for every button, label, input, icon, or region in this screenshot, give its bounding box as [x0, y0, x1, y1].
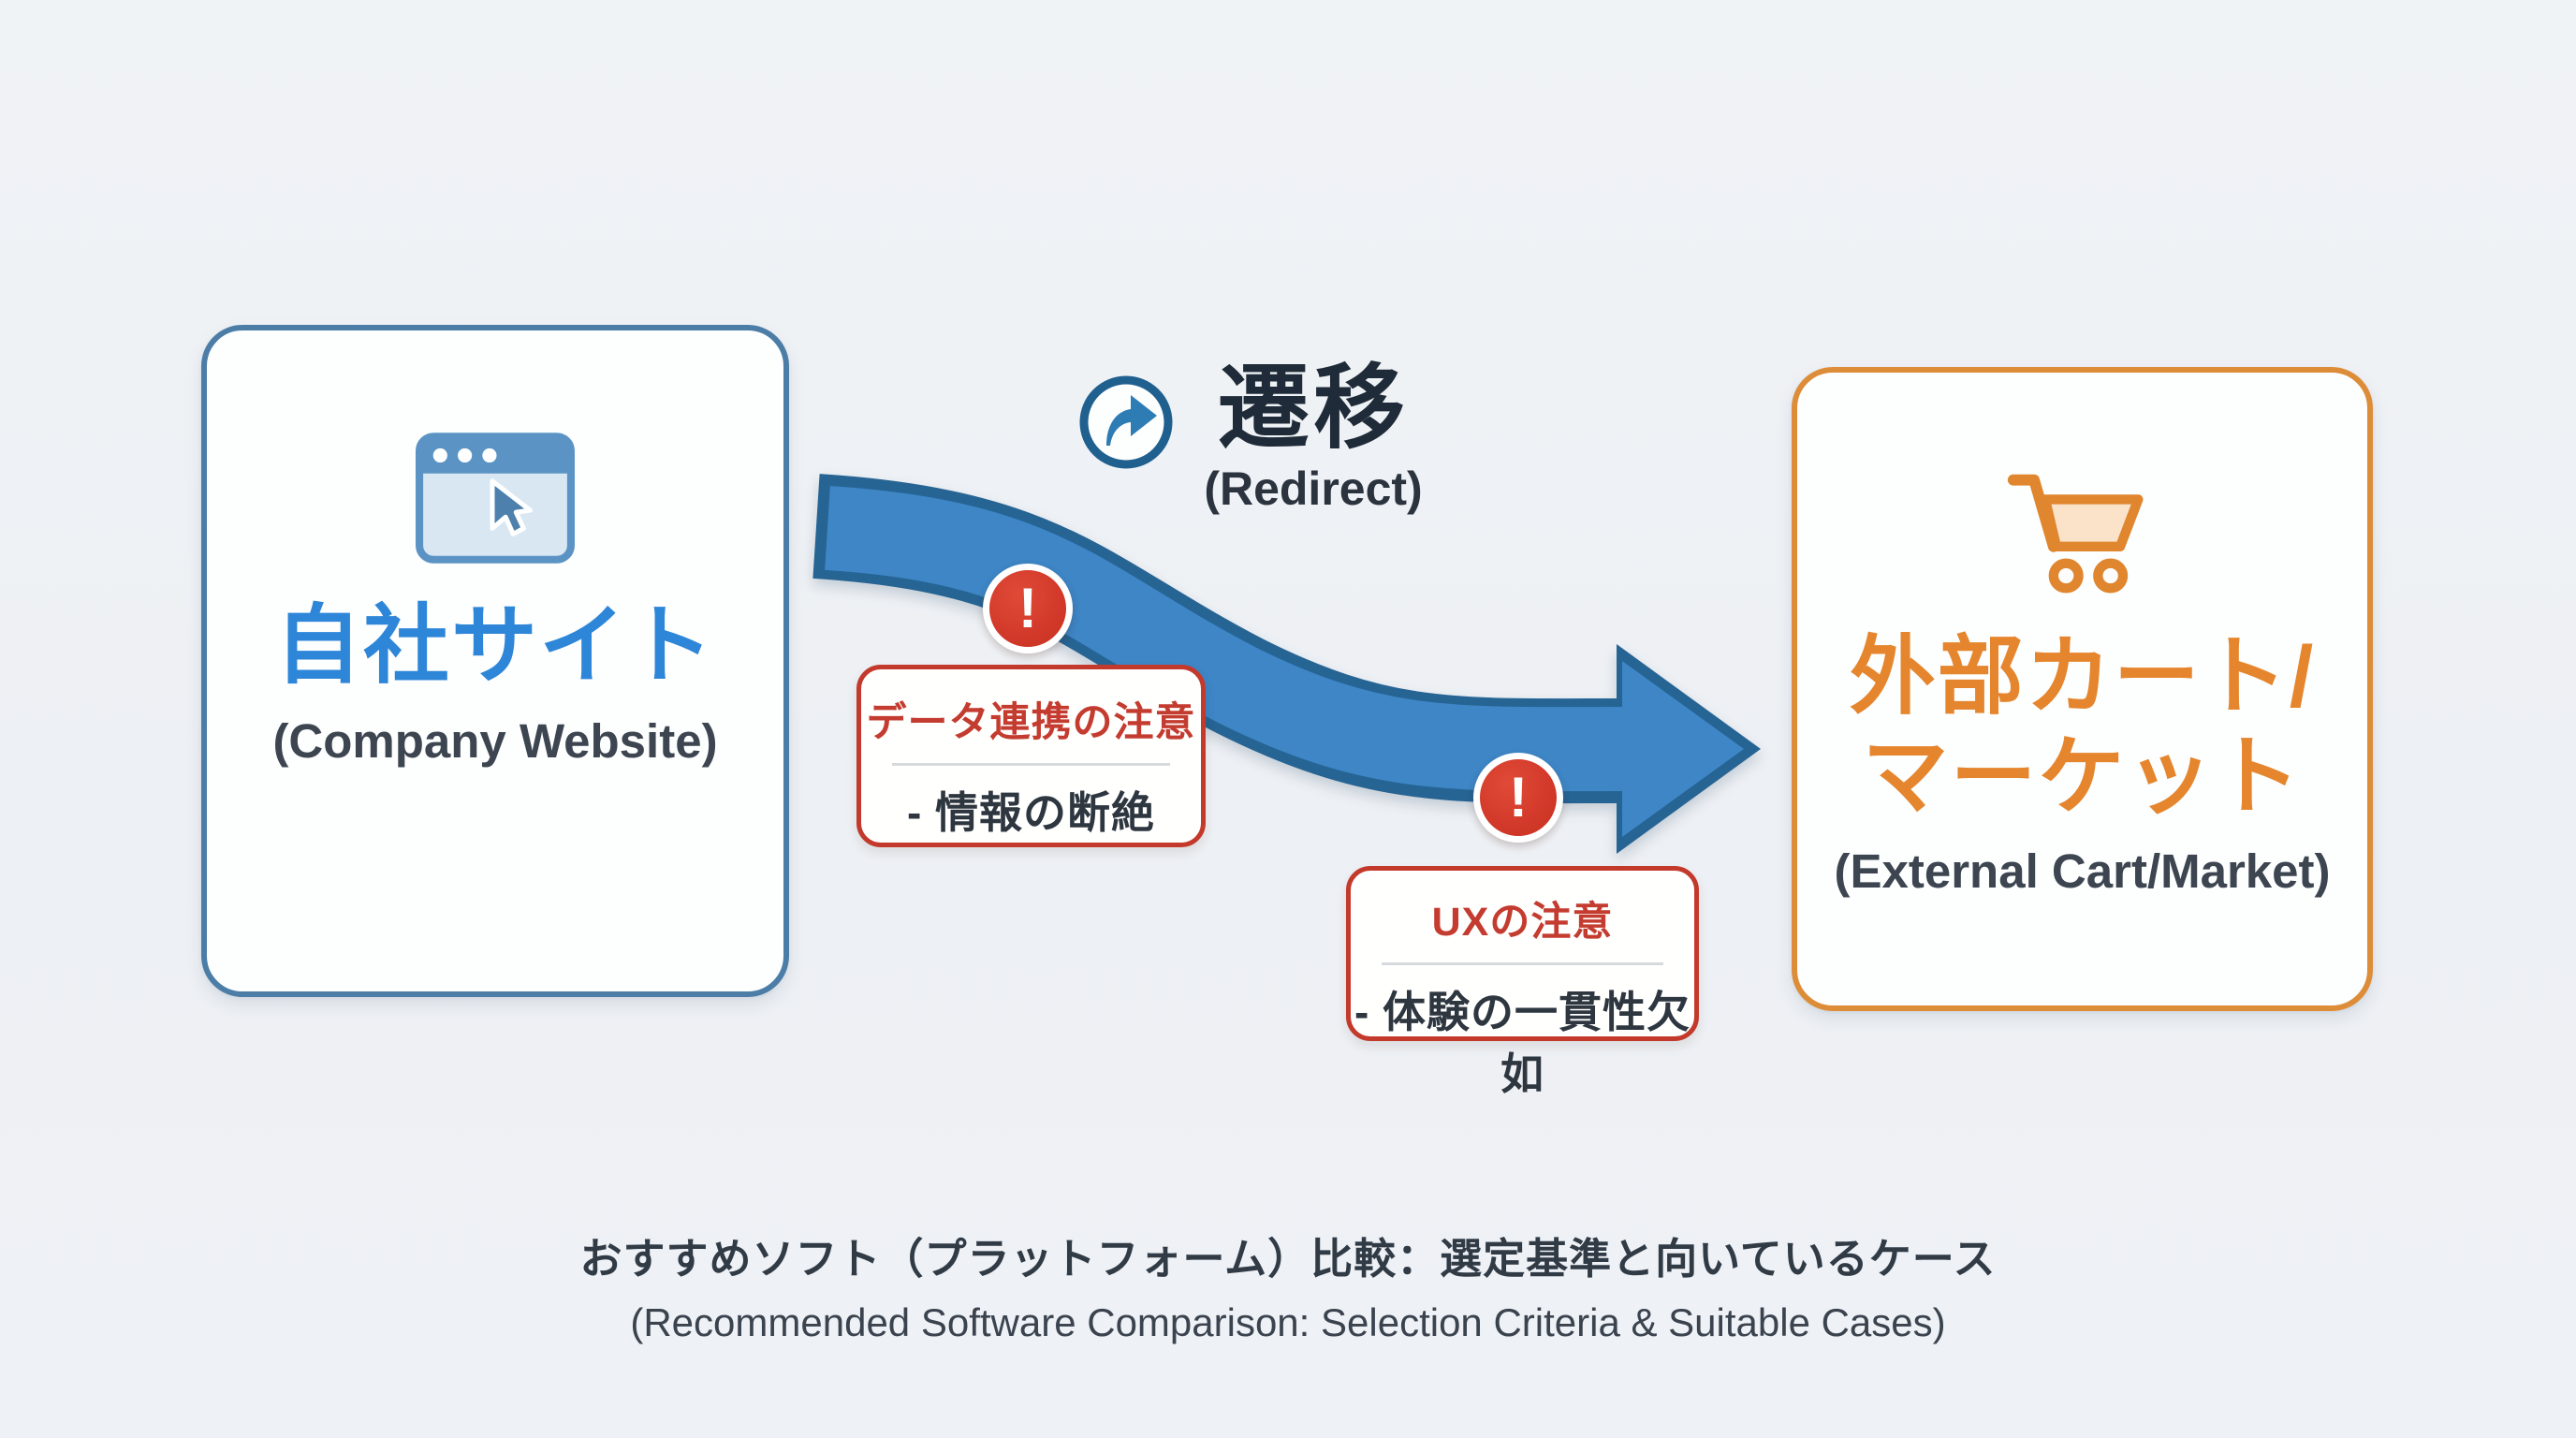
- company-website-subtitle: (Company Website): [272, 713, 718, 768]
- footer-caption-english: (Recommended Software Comparison: Select…: [630, 1300, 1946, 1344]
- transition-title: 遷移: [1217, 356, 1409, 459]
- transition-subtitle: (Redirect): [1204, 462, 1423, 515]
- ux-warning-title: UXの注意: [1431, 900, 1614, 945]
- external-cart-title-line1: 外部カート/: [1849, 629, 2316, 725]
- transition-label-group: 遷移 (Redirect): [1178, 360, 1449, 516]
- external-cart-subtitle: (External Cart/Market): [1834, 844, 2331, 899]
- footer-caption-japanese: おすすめソフト（プラットフォーム）比較：選定基準と向いているケース: [579, 1235, 1997, 1283]
- external-cart-market-box: 外部カート/ マーケット (External Cart/Market): [1792, 367, 2373, 1011]
- company-website-title: 自社サイト: [274, 598, 715, 694]
- company-website-box: 自社サイト (Company Website): [201, 325, 789, 997]
- external-cart-title-line2: マーケット: [1862, 728, 2303, 825]
- exclamation-warning-icon: !: [983, 564, 1073, 653]
- data-link-warning-title: データ連携の注意: [866, 700, 1196, 745]
- data-link-warning-callout: データ連携の注意 - 情報の断絶: [856, 665, 1206, 847]
- ux-warning-item: - 体験の一貫性欠如: [1354, 988, 1691, 1098]
- warning-badge-glyph: !: [1509, 766, 1528, 829]
- footer-caption: おすすめソフト（プラットフォーム）比較：選定基準と向いているケース (Recom…: [0, 1225, 2576, 1345]
- shopping-cart-icon: [1999, 462, 2166, 603]
- divider: [891, 763, 1171, 766]
- exclamation-warning-icon: !: [1473, 753, 1563, 843]
- warning-badge-glyph: !: [1018, 577, 1037, 639]
- browser-window-icon: [415, 432, 576, 565]
- divider: [1382, 962, 1663, 965]
- redirect-arrow-circle-icon: [1079, 375, 1173, 469]
- ux-warning-callout: UXの注意 - 体験の一貫性欠如: [1346, 866, 1699, 1098]
- data-link-warning-item: - 情報の断絶: [906, 788, 1156, 837]
- flow-arrow: [812, 474, 1761, 854]
